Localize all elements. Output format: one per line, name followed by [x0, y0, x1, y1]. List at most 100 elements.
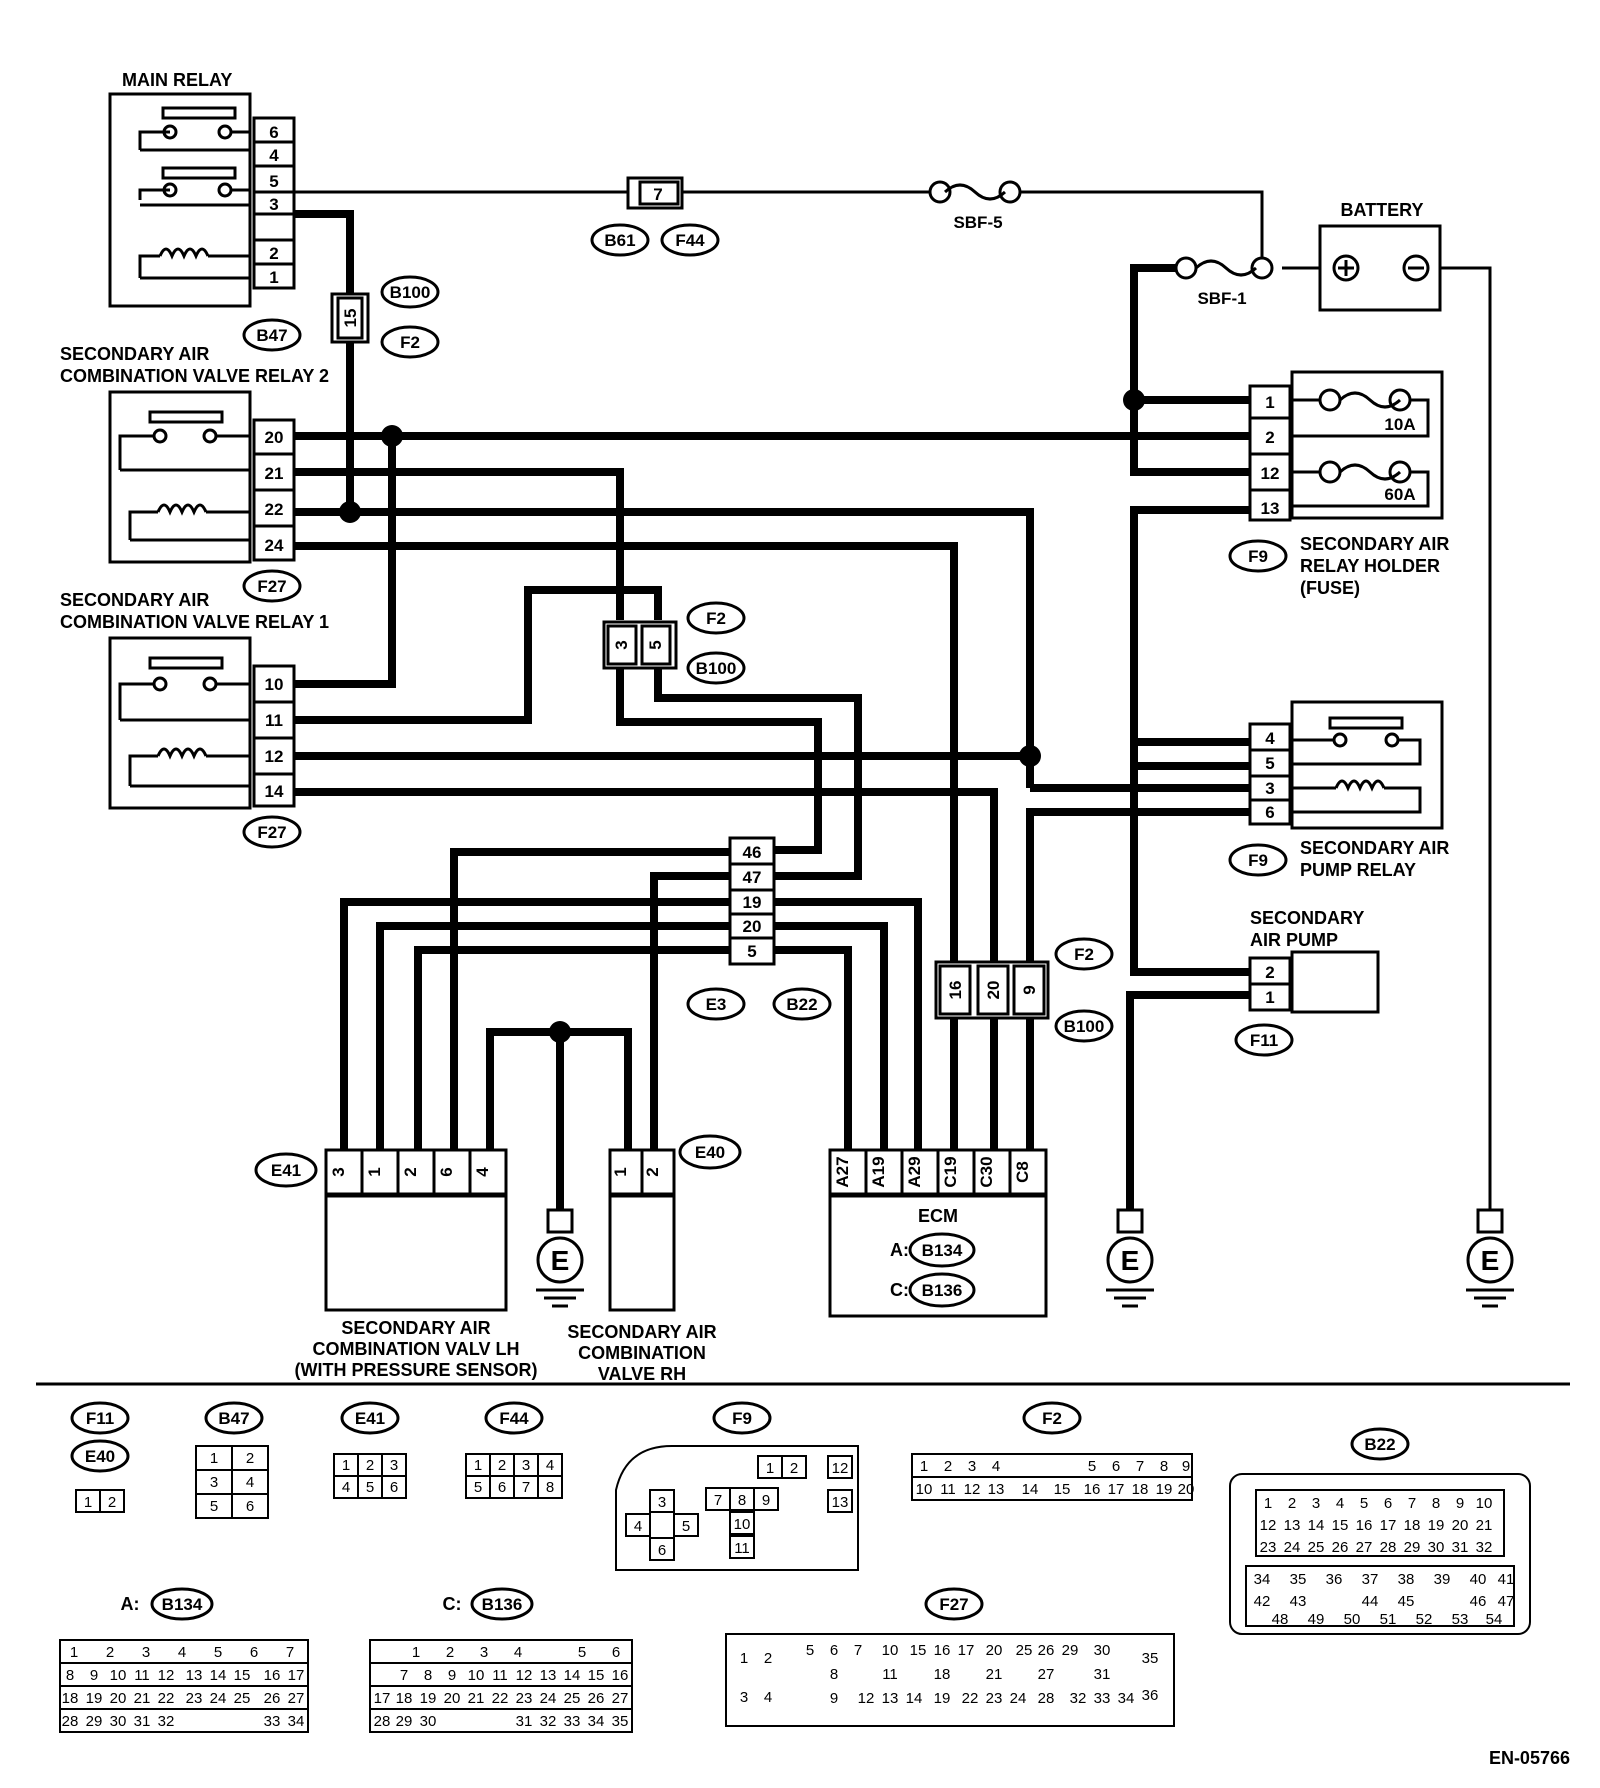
svg-text:F44: F44: [675, 231, 705, 250]
svg-text:B100: B100: [1064, 1017, 1105, 1036]
svg-text:5: 5: [366, 1479, 374, 1496]
svg-text:2: 2: [108, 1494, 116, 1511]
svg-text:5: 5: [1360, 1495, 1368, 1512]
svg-text:34: 34: [588, 1713, 605, 1730]
svg-text:13: 13: [540, 1667, 557, 1684]
svg-text:8: 8: [1432, 1495, 1440, 1512]
svg-text:11: 11: [265, 711, 283, 730]
svg-text:23: 23: [516, 1690, 533, 1707]
svg-text:23: 23: [1260, 1539, 1277, 1556]
svg-text:41: 41: [1498, 1571, 1515, 1588]
svg-text:A:: A:: [890, 1240, 909, 1260]
svg-text:39: 39: [1434, 1571, 1451, 1588]
svg-text:24: 24: [540, 1690, 557, 1707]
pin-3: 3: [269, 195, 278, 214]
svg-text:23: 23: [986, 1690, 1003, 1707]
svg-text:30: 30: [1094, 1642, 1111, 1659]
svg-text:10: 10: [734, 1516, 751, 1533]
svg-text:5: 5: [1088, 1458, 1096, 1475]
svg-text:12: 12: [1261, 464, 1280, 483]
svg-text:8: 8: [66, 1667, 74, 1684]
svg-text:2: 2: [366, 1457, 374, 1474]
svg-text:6: 6: [1112, 1458, 1120, 1475]
svg-text:34: 34: [288, 1713, 305, 1730]
svg-text:21: 21: [265, 464, 284, 483]
svg-text:7: 7: [1408, 1495, 1416, 1512]
svg-text:32: 32: [1476, 1539, 1493, 1556]
svg-text:5: 5: [682, 1518, 690, 1535]
svg-text:A27: A27: [833, 1156, 852, 1187]
svg-text:4: 4: [546, 1457, 554, 1474]
svg-text:F11: F11: [86, 1409, 114, 1428]
svg-text:25: 25: [1308, 1539, 1325, 1556]
svg-text:27: 27: [612, 1690, 629, 1707]
svg-text:43: 43: [1290, 1593, 1307, 1610]
svg-text:9: 9: [90, 1667, 98, 1684]
svg-text:36: 36: [1326, 1571, 1343, 1588]
svg-text:12: 12: [1260, 1517, 1277, 1534]
main-relay-connector: B47: [256, 326, 287, 345]
svg-text:F44: F44: [499, 1409, 529, 1428]
main-relay-pins: 6 4 5 3 2 1: [254, 123, 294, 287]
valve-rh: 1 2 E40 SECONDARY AIR COMBINATION VALVE …: [567, 1134, 742, 1384]
svg-text:3: 3: [142, 1644, 150, 1661]
svg-text:B100: B100: [390, 283, 431, 302]
svg-text:21: 21: [468, 1690, 485, 1707]
svg-text:3: 3: [522, 1457, 530, 1474]
svg-text:10: 10: [110, 1667, 127, 1684]
svg-text:4: 4: [178, 1644, 186, 1661]
svg-text:A29: A29: [905, 1156, 924, 1187]
ground-3: E: [1466, 1208, 1514, 1308]
svg-text:ECM: ECM: [918, 1206, 958, 1226]
svg-text:3: 3: [210, 1474, 218, 1491]
svg-text:5: 5: [474, 1479, 482, 1496]
svg-text:A:: A:: [121, 1594, 140, 1614]
svg-text:9: 9: [1020, 985, 1039, 994]
main-relay-label: MAIN RELAY: [122, 70, 232, 90]
svg-text:26: 26: [588, 1690, 605, 1707]
svg-text:4: 4: [342, 1479, 350, 1496]
svg-text:29: 29: [86, 1713, 103, 1730]
svg-text:12: 12: [964, 1481, 981, 1498]
svg-text:5: 5: [747, 942, 756, 961]
svg-text:46: 46: [1470, 1593, 1487, 1610]
svg-text:A19: A19: [869, 1156, 888, 1187]
svg-text:7: 7: [854, 1642, 862, 1659]
svg-text:22: 22: [962, 1690, 979, 1707]
svg-text:28: 28: [374, 1713, 391, 1730]
svg-text:C8: C8: [1013, 1161, 1032, 1183]
svg-text:F11: F11: [1250, 1031, 1278, 1050]
svg-text:24: 24: [210, 1690, 227, 1707]
svg-text:3: 3: [1312, 1495, 1320, 1512]
sbf1-fuse: SBF-1: [1174, 256, 1274, 308]
svg-text:37: 37: [1362, 1571, 1379, 1588]
svg-text:4: 4: [992, 1458, 1000, 1475]
svg-text:F9: F9: [1248, 547, 1268, 566]
svg-text:44: 44: [1362, 1593, 1379, 1610]
svg-text:29: 29: [396, 1713, 413, 1730]
svg-text:SECONDARY AIR: SECONDARY AIR: [1300, 534, 1449, 554]
svg-text:F2: F2: [1042, 1409, 1062, 1428]
svg-text:22: 22: [265, 500, 284, 519]
svg-text:7: 7: [714, 1492, 722, 1509]
svg-text:49: 49: [1308, 1611, 1325, 1628]
connector-e3: 46 47 19 20 5 E3 B22: [686, 836, 832, 1021]
svg-text:8: 8: [546, 1479, 554, 1496]
svg-text:C:: C:: [443, 1594, 462, 1614]
svg-text:28: 28: [1038, 1690, 1055, 1707]
svg-text:1: 1: [920, 1458, 928, 1475]
svg-text:26: 26: [1038, 1642, 1055, 1659]
svg-text:1: 1: [70, 1644, 78, 1661]
svg-text:30: 30: [420, 1713, 437, 1730]
svg-text:16: 16: [1356, 1517, 1373, 1534]
svg-text:5: 5: [1265, 754, 1274, 773]
svg-text:AIR PUMP: AIR PUMP: [1250, 930, 1338, 950]
svg-text:18: 18: [934, 1666, 951, 1683]
svg-text:B22: B22: [786, 995, 817, 1014]
svg-text:35: 35: [1290, 1571, 1307, 1588]
svg-text:6: 6: [830, 1642, 838, 1659]
svg-text:9: 9: [762, 1492, 770, 1509]
svg-text:B22: B22: [1364, 1435, 1395, 1454]
